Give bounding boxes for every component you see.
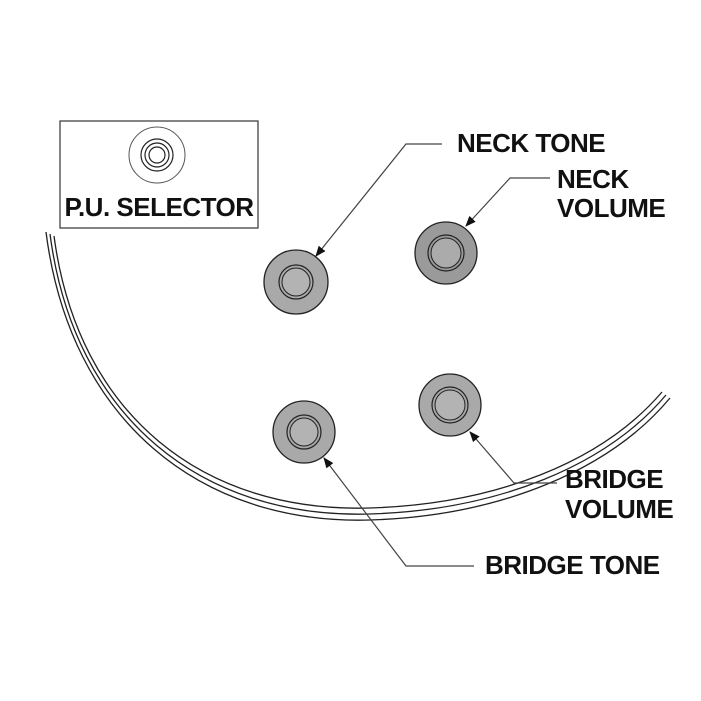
bridge-volume-label-line2: VOLUME — [565, 494, 673, 524]
pu-selector-label: P.U. SELECTOR — [64, 192, 254, 222]
neck-tone-leader — [315, 143, 442, 257]
pu-selector-switch-icon — [128, 126, 186, 184]
pu-selector-panel: P.U. SELECTOR — [59, 120, 259, 229]
bridge-tone-knob — [272, 400, 336, 464]
bridge-volume-knob — [418, 373, 482, 437]
neck-volume-label-line1: NECK — [557, 164, 629, 194]
bridge-volume-leader — [469, 431, 557, 484]
neck-volume-leader — [465, 177, 550, 227]
guitar-body-edge — [45, 231, 671, 521]
bridge-tone-label: BRIDGE TONE — [485, 550, 660, 580]
neck-tone-label: NECK TONE — [457, 128, 605, 158]
neck-volume-label-line2: VOLUME — [557, 193, 665, 223]
bridge-volume-label-line1: BRIDGE — [565, 464, 663, 494]
neck-tone-knob — [263, 249, 329, 315]
bridge-tone-leader — [323, 457, 474, 567]
neck-volume-knob — [414, 221, 478, 285]
